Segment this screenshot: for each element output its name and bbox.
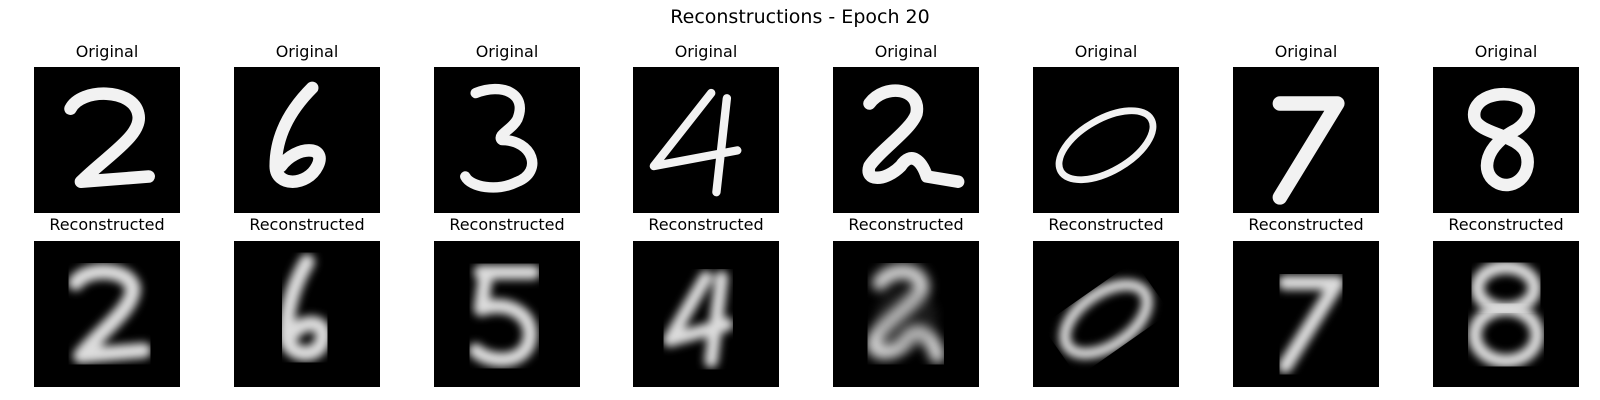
reconstructed-label-4: Reconstructed xyxy=(648,215,764,234)
original-digit-2-image xyxy=(34,67,180,213)
original-digit-7-image xyxy=(1233,67,1379,213)
original-label-6: Original xyxy=(1074,42,1138,61)
reconstructed-digit-7-image xyxy=(1233,241,1379,387)
original-digit-6-image xyxy=(234,67,380,213)
reconstructed-label-6: Reconstructed xyxy=(1048,215,1164,234)
original-digit-2b-image xyxy=(833,67,979,213)
reconstructed-digit-2b-image xyxy=(833,241,979,387)
reconstructed-digit-6-image xyxy=(234,241,380,387)
original-label-2: Original xyxy=(275,42,339,61)
original-digit-4-image xyxy=(633,67,779,213)
reconstructed-digit-8-image xyxy=(1433,241,1579,387)
reconstructed-label-7: Reconstructed xyxy=(1248,215,1364,234)
original-label-1: Original xyxy=(75,42,139,61)
original-label-4: Original xyxy=(674,42,738,61)
figure-title: Reconstructions - Epoch 20 xyxy=(670,6,930,28)
original-digit-8-image xyxy=(1433,67,1579,213)
original-digit-0-image xyxy=(1033,67,1179,213)
reconstructed-label-3: Reconstructed xyxy=(449,215,565,234)
original-label-7: Original xyxy=(1274,42,1338,61)
original-digit-3-image xyxy=(434,67,580,213)
reconstructed-digit-4-image xyxy=(633,241,779,387)
reconstructed-label-5: Reconstructed xyxy=(848,215,964,234)
reconstructed-label-1: Reconstructed xyxy=(49,215,165,234)
original-label-8: Original xyxy=(1474,42,1538,61)
reconstructed-digit-3-image xyxy=(434,241,580,387)
reconstructed-digit-0-image xyxy=(1033,241,1179,387)
reconstructed-label-8: Reconstructed xyxy=(1448,215,1564,234)
original-label-3: Original xyxy=(475,42,539,61)
original-label-5: Original xyxy=(874,42,938,61)
reconstructed-digit-2-image xyxy=(34,241,180,387)
reconstructed-label-2: Reconstructed xyxy=(249,215,365,234)
